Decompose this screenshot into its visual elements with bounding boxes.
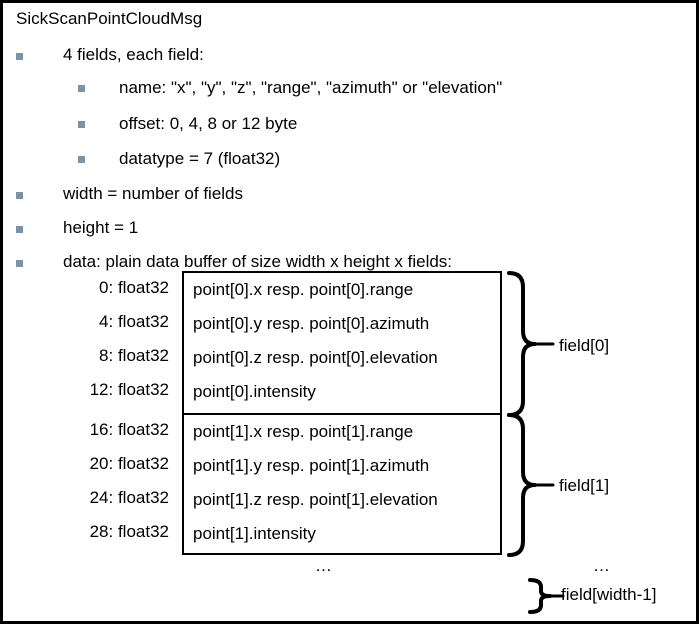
ellipsis-right: … bbox=[593, 556, 611, 575]
field-label-last: field[width-1] bbox=[561, 585, 657, 604]
offset-label: 0: float32 bbox=[99, 278, 169, 297]
data-box-line: point[1].y resp. point[1].azimuth bbox=[193, 456, 430, 475]
data-box-line: point[1].intensity bbox=[193, 524, 316, 543]
bullet-item-height: height = 1 bbox=[16, 217, 138, 239]
brace-field0-icon bbox=[507, 271, 555, 417]
offset-label: 12: float32 bbox=[89, 380, 169, 399]
bullet-label: datatype = 7 (float32) bbox=[119, 149, 281, 168]
diagram-title: SickScanPointCloudMsg bbox=[16, 9, 203, 28]
offset-label: 20: float32 bbox=[89, 454, 169, 473]
offset-label: 4: float32 bbox=[99, 312, 169, 331]
ellipsis-center: … bbox=[315, 556, 333, 575]
bullet-label: 4 fields, each field: bbox=[63, 45, 204, 64]
offset-label: 8: float32 bbox=[99, 346, 169, 365]
data-box-line: point[1].z resp. point[1].elevation bbox=[193, 490, 438, 509]
bullet-item-data: data: plain data buffer of size width x … bbox=[16, 251, 452, 273]
data-box-point0: point[0].x resp. point[0].range point[0]… bbox=[182, 271, 502, 415]
brace-field1-icon bbox=[507, 413, 555, 557]
bullet-item-width: width = number of fields bbox=[16, 183, 243, 205]
data-box-point1: point[1].x resp. point[1].range point[1]… bbox=[182, 413, 502, 555]
square-bullet-icon bbox=[16, 53, 23, 60]
square-bullet-icon bbox=[78, 121, 85, 128]
square-bullet-icon bbox=[16, 192, 23, 199]
bullet-item-fields: 4 fields, each field: bbox=[16, 44, 204, 66]
field-label-0: field[0] bbox=[559, 336, 610, 355]
bullet-item-datatype: datatype = 7 (float32) bbox=[78, 148, 280, 170]
square-bullet-icon bbox=[16, 260, 23, 267]
bullet-label: name: "x", "y", "z", "range", "azimuth" … bbox=[119, 78, 503, 97]
data-box-line: point[0].x resp. point[0].range bbox=[193, 280, 414, 299]
offset-label: 24: float32 bbox=[89, 488, 169, 507]
square-bullet-icon bbox=[78, 156, 85, 163]
bullet-item-name: name: "x", "y", "z", "range", "azimuth" … bbox=[78, 77, 502, 99]
square-bullet-icon bbox=[16, 226, 23, 233]
offset-label: 16: float32 bbox=[89, 420, 169, 439]
field-label-1: field[1] bbox=[559, 476, 610, 495]
bullet-label: width = number of fields bbox=[63, 184, 244, 203]
bullet-label: offset: 0, 4, 8 or 12 byte bbox=[119, 114, 298, 133]
offset-label: 28: float32 bbox=[89, 522, 169, 541]
square-bullet-icon bbox=[78, 85, 85, 92]
data-box-line: point[0].intensity bbox=[193, 382, 316, 401]
data-box-line: point[0].y resp. point[0].azimuth bbox=[193, 314, 430, 333]
data-box-line: point[0].z resp. point[0].elevation bbox=[193, 348, 438, 367]
bullet-label: data: plain data buffer of size width x … bbox=[63, 252, 453, 271]
bullet-label: height = 1 bbox=[63, 218, 139, 237]
bullet-item-offset: offset: 0, 4, 8 or 12 byte bbox=[78, 113, 297, 135]
data-box-line: point[1].x resp. point[1].range bbox=[193, 422, 414, 441]
